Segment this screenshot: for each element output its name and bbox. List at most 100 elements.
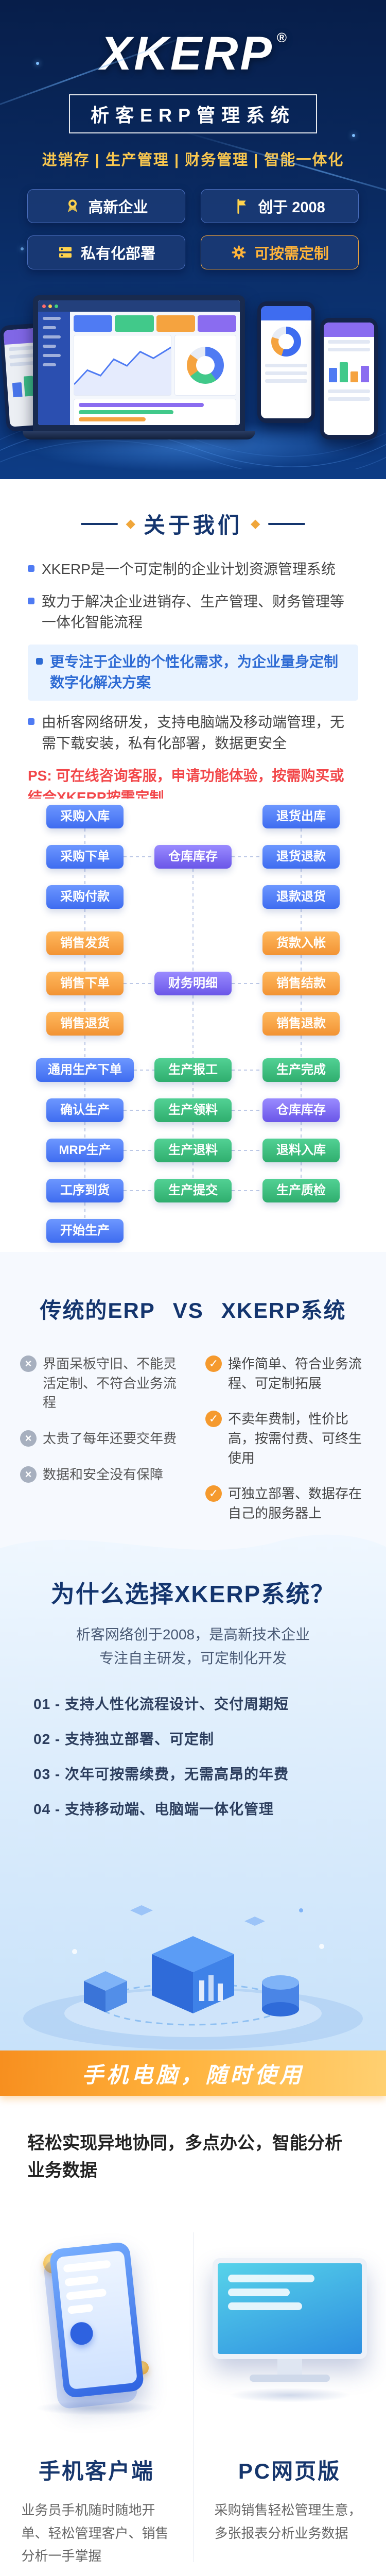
registered-mark: ® [276, 30, 289, 45]
flow-node-gxdh: 工序到货 [46, 1179, 124, 1202]
flow-node-sczj: 生产质检 [262, 1179, 340, 1202]
usage-lead: 轻松实现异地协同，多点办公，智能分析业务数据 [27, 2133, 342, 2180]
ribbon-banner: 手机电脑，随时使用 [0, 2050, 386, 2096]
flow-node-cgfk: 采购付款 [46, 885, 124, 909]
pro-text: 操作简单、符合业务流程、可定制拓展 [228, 1356, 362, 1391]
pc-column: PC网页版 采购销售轻松管理生意，多张报表分析业务数据 [193, 2217, 386, 2567]
flow-node-xsth: 销售退货 [46, 1012, 124, 1036]
why-intro-line2: 专注自主研发，可定制化开发 [99, 1650, 287, 1667]
flow-node-qrsc: 确认生产 [46, 1098, 124, 1122]
badge-private-deploy: 私有化部署 [27, 235, 185, 269]
con-text: 数据和安全没有保障 [43, 1466, 164, 1482]
flow-node-scbg: 生产报工 [154, 1058, 232, 1082]
flow-node-mrp: MRP生产 [46, 1139, 124, 1162]
why-intro: 析客网络创于2008，是高新技术企业专注自主研发，可定制化开发 [0, 1623, 386, 1670]
flow-node-tkth: 退款退货 [262, 885, 340, 909]
why-reasons: 01 - 支持人性化流程设计、交付周期短 02 - 支持独立部署、可定制 03 … [33, 1693, 353, 1819]
flow-node-hkrz: 货款入帐 [262, 931, 340, 955]
pro-item: ✓可独立部署、数据存在自己的服务器上 [205, 1484, 366, 1523]
flow-node-cwmx: 财务明细 [154, 972, 232, 995]
about-point-text: 由析客网络研发，支持电脑端及移动端管理，无需下载安装，私有化部署，数据更安全 [42, 714, 345, 751]
con-text: 太贵了每年还要交年费 [43, 1431, 177, 1447]
flow-node-scll: 生产领料 [154, 1098, 232, 1122]
why-title: 为什么选择XKERP系统？ [50, 1581, 336, 1607]
badge-hightech: 高新企业 [27, 189, 185, 223]
dashboard-content [70, 312, 240, 425]
phone-3d-illustration [48, 2242, 145, 2399]
con-item: × 太贵了每年还要交年费 [20, 1429, 181, 1449]
pc-title: PC网页版 [238, 2459, 341, 2484]
dashboard-donut-chart [174, 335, 236, 396]
phone-screen [261, 306, 311, 418]
mobile-column: 手机客户端 业务员手机随时随地开单、轻松管理客户、销售分析一手掌握 [0, 2217, 193, 2567]
flow-node-scwc: 生产完成 [262, 1058, 340, 1082]
laptop-screen [33, 295, 245, 431]
con-item: ×界面呆板守旧、不能灵活定制、不符合业务流程 [20, 1354, 181, 1413]
con-item: × 数据和安全没有保障 [20, 1465, 181, 1485]
feature-badges: 高新企业 创于 2008 私有化部署 可按需定制 [27, 189, 359, 269]
dashboard-sidebar [38, 312, 70, 425]
flow-node-tyscxd: 通用生产下单 [36, 1058, 134, 1082]
flow-node-kssc: 开始生产 [46, 1219, 124, 1243]
about-point: 由析客网络研发，支持电脑端及移动端管理，无需下载安装，私有化部署，数据更安全 [28, 712, 358, 754]
con-text: 界面呆板守旧、不能灵活定制、不符合业务流程 [43, 1356, 177, 1411]
flow-node-tlrk: 退料入库 [262, 1139, 340, 1162]
badge-customizable: 可按需定制 [201, 235, 359, 269]
pc-desc: 采购销售轻松管理生意，多张报表分析业务数据 [214, 2502, 362, 2541]
brand-subtitle-wrap: 析客ERP管理系统 [0, 81, 386, 133]
badge-label: 高新企业 [88, 199, 148, 216]
xkerp-list: ✓操作简单、符合业务流程、可定制拓展 ✓不卖年费制，性价比高，按需付费、可终生使… [205, 1354, 366, 1540]
vs-label: VS [172, 1298, 204, 1323]
medal-icon [68, 199, 78, 212]
dashboard-screenshot [38, 300, 240, 425]
about-title-text: 关于我们 [143, 513, 242, 537]
device-mockups [0, 281, 386, 472]
dashboard-kpi-cards [74, 315, 236, 332]
mobile-desc: 业务员手机随时随地开单、轻松管理客户、销售分析一手掌握 [21, 2502, 169, 2564]
check-icon: ✓ [205, 1485, 222, 1502]
pc-3d-illustration [212, 2258, 367, 2382]
flow-node-thtk: 退货退款 [262, 845, 340, 869]
pc-illustration-area [193, 2217, 386, 2444]
phone-bar-chart [324, 359, 374, 386]
traditional-erp-list: ×界面呆板守旧、不能灵活定制、不符合业务流程 × 太贵了每年还要交年费 × 数据和安… [20, 1354, 181, 1540]
dashboard-bar-chart [74, 399, 236, 425]
phone-screen [324, 323, 374, 435]
about-point-highlighted: 更专注于企业的个性化需求，为企业量身定制数字化解决方案 [28, 644, 358, 701]
pro-item: ✓不卖年费制，性价比高，按需付费、可终生使用 [205, 1410, 366, 1468]
flow-node-sctj: 生产提交 [154, 1179, 232, 1202]
flow-node-xsxd: 销售下单 [46, 972, 124, 995]
why-choose-section: 为什么选择XKERP系统？ 析客网络创于2008，是高新技术企业专注自主研发，可… [0, 1520, 386, 2050]
mobile-illustration-area [0, 2217, 193, 2444]
hero-section: XKERP® 析客ERP管理系统 进销存 | 生产管理 | 财务管理 | 智能一… [0, 0, 386, 479]
cross-icon: × [20, 1466, 37, 1483]
spark-icon [21, 247, 24, 250]
pro-item: ✓操作简单、符合业务流程、可定制拓展 [205, 1354, 366, 1393]
flow-node-thck: 退货出库 [262, 805, 340, 828]
laptop-base [23, 431, 255, 439]
bullet-square-icon [28, 565, 34, 572]
devices-usage-section: 手机电脑，随时使用 轻松实现异地协同，多点办公，智能分析业务数据 手机客户端 [0, 2050, 386, 2576]
title-dash [80, 522, 118, 525]
spark-icon [36, 62, 39, 65]
flow-node-ckkc2: 仓库库存 [262, 1098, 340, 1122]
spark-icon [352, 134, 355, 137]
isometric-illustration [23, 1905, 363, 2049]
why-reason: 03 - 次年可按需续费，无需高昂的年费 [33, 1766, 289, 1783]
about-points: XKERP是一个可定制的企业计划资源管理系统 致力于解决企业进销存、生产管理、财… [28, 559, 358, 754]
phone-donut-chart [271, 327, 301, 357]
flag-icon [237, 199, 246, 214]
cross-icon: × [20, 1430, 37, 1447]
why-reason: 04 - 支持移动端、电脑端一体化管理 [33, 1801, 274, 1818]
flow-node-xsfh: 销售发货 [46, 931, 124, 955]
section-title-about: ◆ 关于我们 ◆ [0, 508, 386, 539]
about-point-text: XKERP是一个可定制的企业计划资源管理系统 [42, 561, 336, 577]
why-reason: 02 - 支持独立部署、可定制 [33, 1731, 215, 1748]
flow-node-xstk: 销售退款 [262, 1012, 340, 1036]
bullet-square-icon [28, 718, 34, 725]
flow-connectors [84, 828, 302, 1219]
phone-mockup-2 [320, 318, 378, 439]
